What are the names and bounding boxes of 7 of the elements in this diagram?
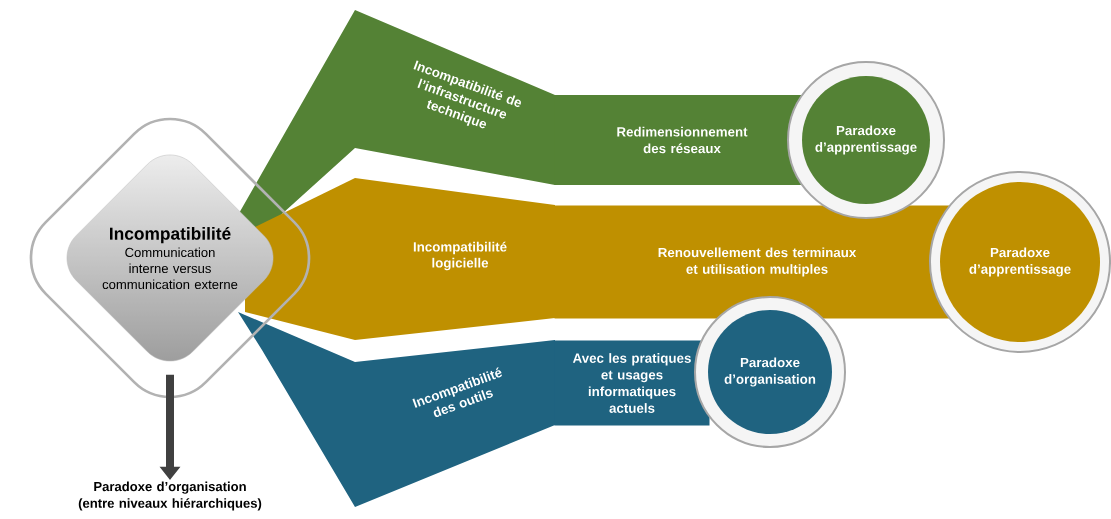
- ribbon-bar: Avec les pratiques et usages informatiques actuels: [554, 340, 710, 426]
- node-label: Avec les pratiques et usages informatiques actuels: [572, 353, 691, 413]
- ribbon-bar: Redimensionnement des réseaux: [554, 95, 810, 185]
- funnel-band: Incompatibilité logicielle: [245, 178, 555, 340]
- node-label: Incompatibilité logicielle: [413, 241, 507, 271]
- node-label: Redimensionnement des réseaux: [617, 126, 748, 154]
- node-label: Renouvellement des terminaux et utilisation multiples: [658, 247, 857, 277]
